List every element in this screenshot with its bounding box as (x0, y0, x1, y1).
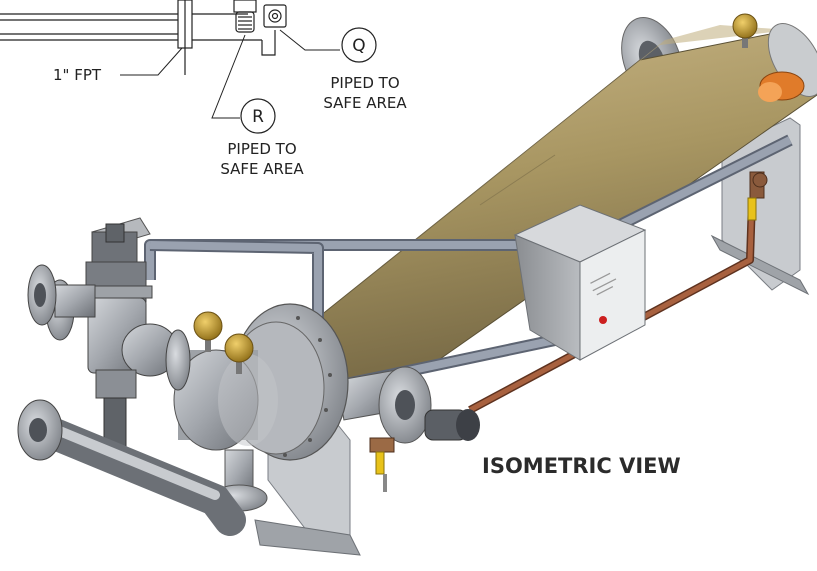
front-gauge-1 (193, 311, 223, 352)
right-ball-valve (747, 171, 768, 221)
callout-r-line2: SAFE AREA (220, 160, 304, 178)
orange-relief-cap (758, 71, 805, 102)
schematic-fragment (0, 0, 287, 75)
outlet-flange-assembly (336, 366, 480, 444)
callout-q-letter: Q (352, 36, 365, 56)
fpt-label: 1" FPT (53, 66, 102, 84)
bottom-inlet-pipe (17, 399, 246, 536)
nameplate-marks (590, 272, 617, 296)
callout-q-line1: PIPED TO (330, 74, 399, 92)
callout-r-letter: R (252, 107, 264, 127)
callout-q: Q PIPED TO SAFE AREA (323, 27, 407, 112)
end-cap (173, 349, 278, 451)
callout-q-bubble (341, 27, 377, 63)
view-title: ISOMETRIC VIEW (482, 454, 681, 478)
top-right-gauge (732, 13, 758, 48)
left-valve-assembly (27, 217, 191, 459)
callout-r-bubble (240, 98, 276, 134)
front-gauge-2 (224, 333, 254, 374)
lower-ball-valve (369, 437, 395, 492)
control-box (513, 204, 647, 361)
indicator-light (599, 316, 607, 324)
callout-q-line2: SAFE AREA (323, 94, 407, 112)
leader-lines (120, 29, 340, 119)
callout-r-line1: PIPED TO (227, 140, 296, 158)
callout-r: R PIPED TO SAFE AREA (220, 98, 304, 178)
